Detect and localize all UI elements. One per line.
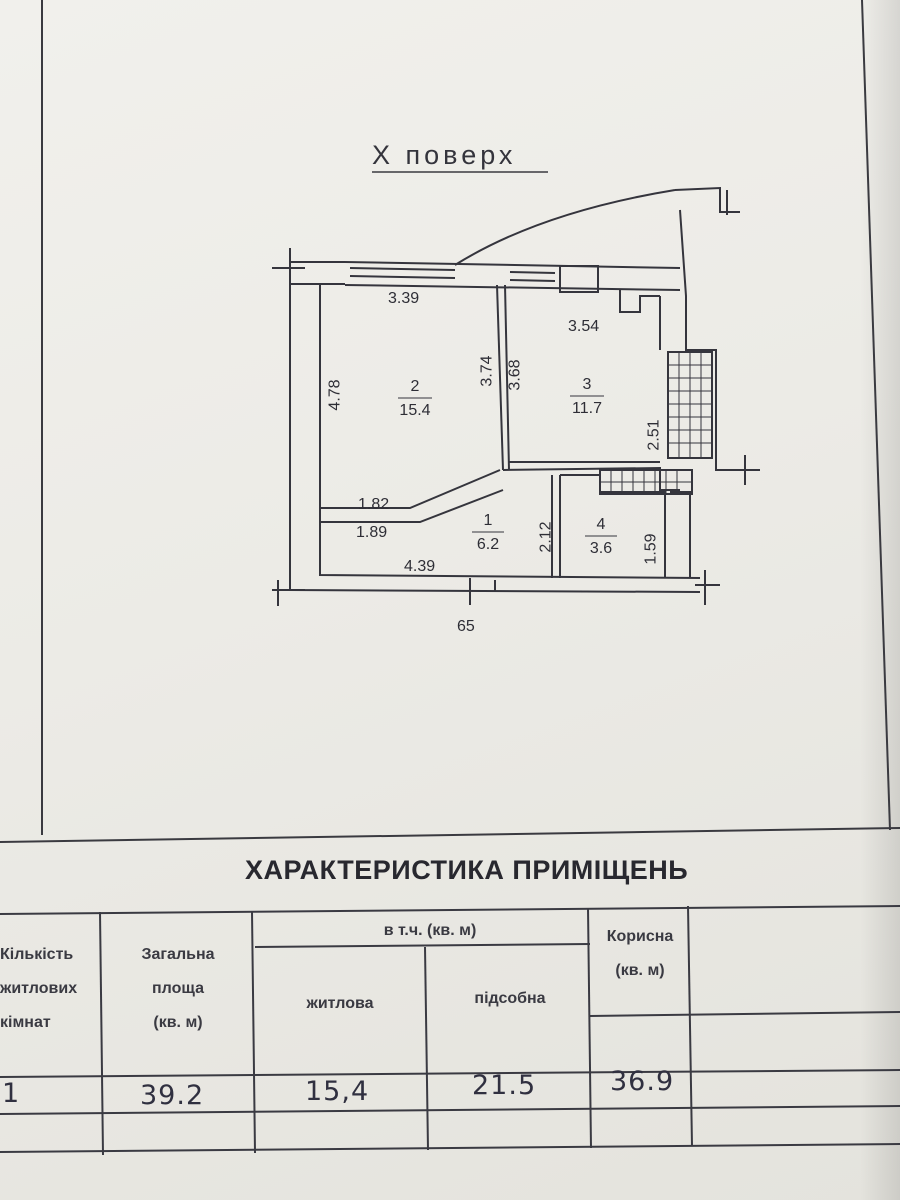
hdr-auxiliary: підсобна — [474, 990, 546, 1007]
room-4-area: 3.6 — [589, 540, 613, 557]
value-auxiliary-area: 21.5 — [472, 1070, 537, 1101]
hdr-useful-line2: (кв. м) — [615, 962, 665, 979]
room-3-area: 11.7 — [572, 400, 602, 417]
dim-3-54: 3.54 — [568, 318, 600, 335]
page-edge-shadow — [860, 0, 900, 1200]
hdr-rooms-line3: кімнат — [0, 1014, 51, 1031]
dim-3-68: 3.68 — [506, 359, 524, 391]
hdr-living: житлова — [306, 995, 374, 1012]
room-4-number: 4 — [596, 516, 606, 533]
dim-2-51: 2.51 — [645, 419, 663, 451]
hdr-total-line2: площа — [152, 980, 204, 997]
value-useful-area: 36.9 — [610, 1066, 675, 1097]
room-2-number: 2 — [410, 378, 420, 395]
value-total-area: 39.2 — [140, 1080, 205, 1111]
hdr-rooms-line2: житлових — [0, 980, 78, 997]
room-1-area: 6.2 — [476, 536, 500, 553]
room-3-number: 3 — [582, 376, 592, 393]
hdr-total-line3: (кв. м) — [153, 1014, 203, 1031]
hdr-total-line1: Загальна — [141, 946, 215, 963]
dim-1-89: 1.89 — [356, 524, 388, 541]
hdr-useful-line1: Корисна — [606, 928, 674, 945]
floor-title: Х поверх — [372, 140, 517, 170]
room-2-area: 15.4 — [399, 402, 431, 419]
hdr-rooms-line1: Кількість — [0, 946, 74, 963]
hdr-including: в т.ч. (кв. м) — [383, 922, 477, 939]
table-title: ХАРАКТЕРИСТИКА ПРИМІЩЕНЬ — [245, 855, 689, 885]
dim-4-78: 4.78 — [326, 379, 344, 411]
value-rooms: 1 — [2, 1078, 21, 1109]
dim-1-82: 1.82 — [358, 496, 390, 513]
room-1-number: 1 — [483, 512, 493, 529]
dim-1-59: 1.59 — [642, 533, 660, 565]
dim-3-74: 3.74 — [478, 355, 496, 387]
value-living-area: 15,4 — [305, 1076, 370, 1107]
dim-65: 65 — [457, 618, 475, 635]
dim-3-39: 3.39 — [388, 290, 420, 307]
dim-4-39: 4.39 — [404, 558, 436, 575]
dim-2-12: 2.12 — [537, 521, 555, 553]
